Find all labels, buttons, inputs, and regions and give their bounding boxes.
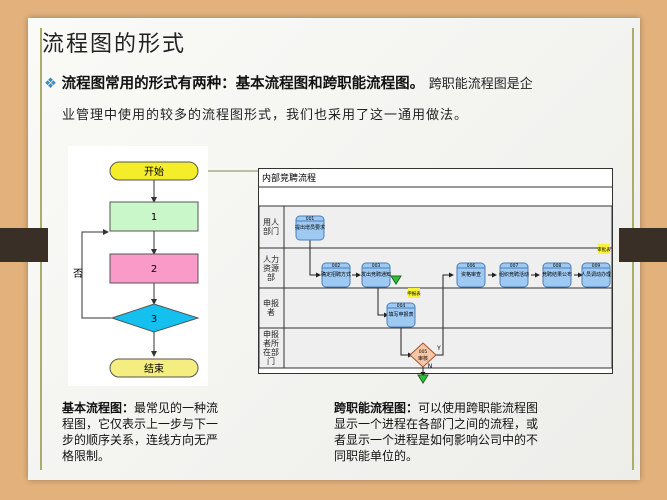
bullet-continuation: 业管理中使用的较多的流程图形式，我们也采用了这一通用做法。 <box>62 108 469 123</box>
node-id: 006 <box>467 263 476 269</box>
node-label: 资格审查 <box>461 271 481 278</box>
basic-caption-title: 基本流程图： <box>62 401 135 415</box>
bullet-bold: 流程图常用的形式有两种：基本流程图和跨职能流程图。 <box>61 76 425 92</box>
node-label: 提出增员要求 <box>295 224 325 231</box>
node-label: 人员调动办理 <box>581 271 611 278</box>
node-id: 003 <box>372 263 381 269</box>
connector-triangle-icon <box>390 275 402 285</box>
swimlane-diagram: 内部竞聘流程 001 提出增员要求 002 确定招聘方式 003 发出竞聘通知 004 填写申… <box>258 168 614 386</box>
node-id: 005 <box>419 349 428 355</box>
slide-title: 流程图的形式 <box>42 32 187 57</box>
node-label: 审核 <box>418 355 428 362</box>
document-note-label: 申报表 <box>407 290 421 297</box>
basic-flowchart: 开始 1 2 3 结束 否 <box>68 146 208 386</box>
no-label: 否 <box>73 268 83 280</box>
node-label: 发出竞聘通知 <box>361 271 391 278</box>
lane-label-applicant: 申报者 <box>263 299 279 317</box>
node-label: 填写申报表 <box>388 311 413 318</box>
process-node-004: 004 填写申报表 <box>386 302 416 328</box>
process-node-001: 001 提出增员要求 <box>295 215 325 241</box>
yes-label: Y <box>436 345 441 352</box>
document-note <box>598 244 610 254</box>
lane-label-hiring-dept: 用人部门 <box>263 218 279 236</box>
node-id: 004 <box>397 303 406 309</box>
cross-caption: 跨职能流程图：可以使用跨职能流程图显示一个进程在各部门之间的流程，或者显示一个进… <box>334 400 546 464</box>
process-node-008: 008 竞聘结果公布 <box>542 262 572 288</box>
node-label: 组织竞聘活动 <box>499 271 529 278</box>
lane-label-hr: 人力资源部 <box>263 254 279 282</box>
basic-caption-text: 最常见的一种流程图，它仅表示上一步与下一步的顺序关系，连线方向无严格限制。 <box>62 401 219 463</box>
binder-clip-right <box>619 228 667 262</box>
document-note <box>408 288 420 298</box>
node-id: 001 <box>306 216 315 222</box>
bullet-text: ❖ 流程图常用的形式有两种：基本流程图和跨职能流程图。 跨职能流程图是企 <box>44 72 533 93</box>
swimlane-lane <box>258 287 613 329</box>
node-id: 007 <box>510 263 519 269</box>
connector-line <box>208 170 260 172</box>
end-node: 结束 <box>144 362 164 375</box>
node-label: 确定招聘方式 <box>321 271 351 278</box>
process-node-006: 006 资格审查 <box>456 262 486 288</box>
node-id: 008 <box>553 263 562 269</box>
lane-label-applicant-dept: 申报者所在部门 <box>263 330 279 366</box>
swimlane-lane <box>258 327 613 369</box>
process-node-007: 007 组织竞聘活动 <box>499 262 529 288</box>
node-id: 002 <box>332 263 341 269</box>
swimlane-title: 内部竞聘流程 <box>262 172 316 184</box>
bullet-rest: 跨职能流程图是企 <box>428 77 533 92</box>
node-id: 009 <box>592 263 601 269</box>
no-label: N <box>428 363 433 370</box>
diamond-bullet-icon: ❖ <box>44 76 62 92</box>
document-note-label: 审批表 <box>597 246 611 253</box>
node-label: 竞聘结果公布 <box>542 271 572 278</box>
cross-caption-title: 跨职能流程图： <box>334 401 419 415</box>
start-node: 开始 <box>144 165 164 178</box>
process-node-003: 003 发出竞聘通知 <box>361 262 391 288</box>
binder-clip-left <box>0 228 48 262</box>
cross-caption-text: 可以使用跨职能流程图显示一个进程在各部门之间的流程，或者显示一个进程是如何影响公… <box>334 401 539 463</box>
process-node-002: 002 确定招聘方式 <box>321 262 351 288</box>
decision-node: 3 <box>151 314 157 325</box>
connector-triangle-icon <box>417 374 429 384</box>
basic-caption: 基本流程图：最常见的一种流程图，它仅表示上一步与下一步的顺序关系，连线方向无严格… <box>62 400 222 464</box>
step-2-node: 2 <box>151 264 157 275</box>
step-1-node: 1 <box>151 212 157 223</box>
process-node-009: 009 人员调动办理 <box>581 262 611 288</box>
